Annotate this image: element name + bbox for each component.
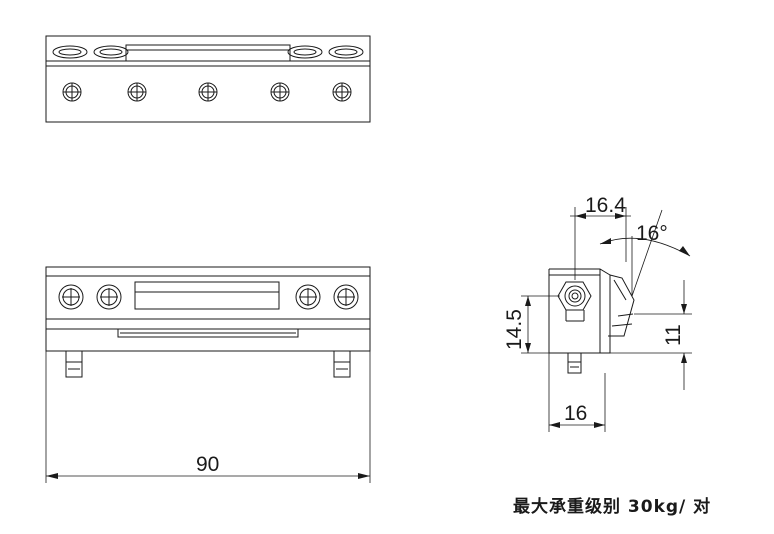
- pins: [65, 350, 351, 378]
- screw-holes-top: [62, 82, 352, 102]
- hex-nut: [557, 281, 592, 311]
- screw-holes-front: [58, 284, 359, 310]
- dimension-angle: 16°: [599, 209, 691, 297]
- dimension-16-4: 16.4: [570, 194, 631, 280]
- dim-14-5-label: 14.5: [503, 309, 526, 350]
- countersink-holes-top: [52, 45, 364, 59]
- dimension-90: 90: [45, 351, 371, 483]
- dimension-16: 16: [548, 353, 606, 432]
- dimension-14-5: 14.5: [503, 295, 560, 354]
- side-view: [548, 268, 635, 374]
- top-view: [45, 35, 371, 123]
- load-rating-caption: 最大承重级别 30kg/ 对: [513, 497, 712, 517]
- front-view: [45, 266, 371, 378]
- dim-90-label: 90: [196, 453, 219, 476]
- dim-11-label: 11: [662, 324, 685, 346]
- dim-angle-label: 16°: [636, 222, 668, 245]
- dimension-11: 11: [610, 280, 692, 390]
- dim-16-4-label: 16.4: [585, 194, 626, 217]
- dim-16-label: 16: [564, 402, 587, 425]
